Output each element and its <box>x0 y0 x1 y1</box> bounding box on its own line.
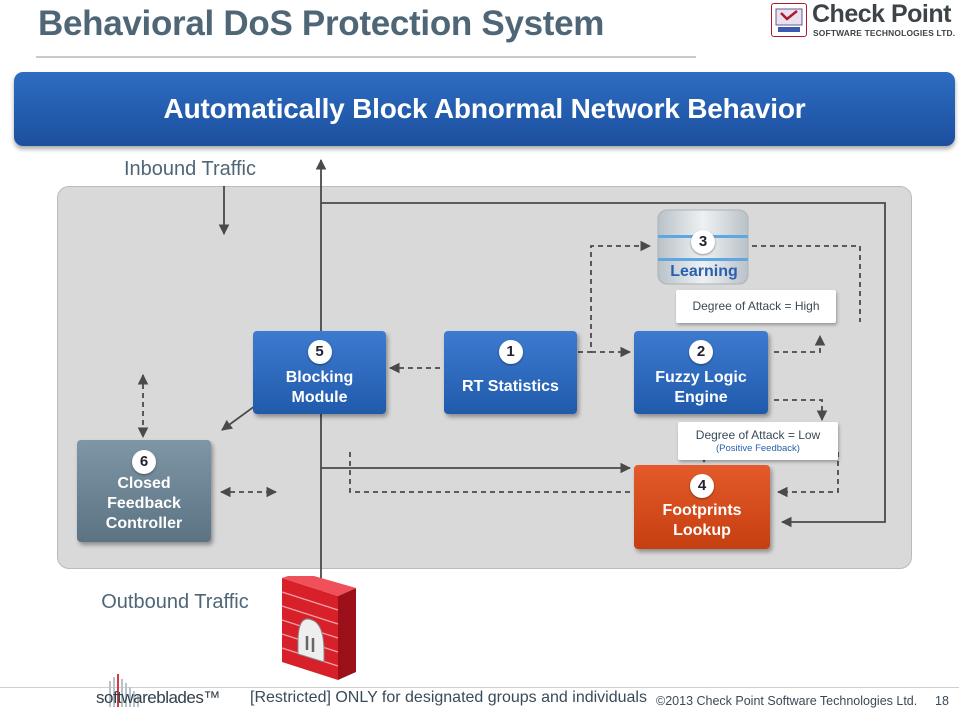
logo-name: Check Point <box>812 0 951 28</box>
check-point-logo-icon <box>771 3 807 37</box>
low-attack-text: Degree of Attack = Low <box>695 428 821 442</box>
feedback-line3: Controller <box>105 515 183 532</box>
page-title: Behavioral DoS Protection System <box>38 4 605 43</box>
learning-label: Learning <box>670 263 738 280</box>
footprints-number-badge: 4 <box>690 474 714 498</box>
logo-subtitle: SOFTWARE TECHNOLOGIES LTD. <box>813 28 956 38</box>
outbound-traffic-text: Outbound Traffic <box>101 591 249 613</box>
title-divider <box>36 56 696 58</box>
low-attack-subtext: (Positive Feedback) <box>716 443 800 454</box>
softwareblades-logo-icon <box>109 674 139 707</box>
restricted-notice: [Restricted] ONLY for designated groups … <box>250 689 647 706</box>
high-attack-note: Degree of Attack = High <box>676 290 836 323</box>
blocking-number-badge: 5 <box>307 340 332 364</box>
feedback-number-badge: 6 <box>132 450 156 474</box>
inbound-traffic-label: Inbound Traffic <box>124 158 256 180</box>
footprints-lookup-node: 4 Footprints Lookup <box>634 465 770 549</box>
fuzzy-line1: Fuzzy Logic <box>655 369 747 386</box>
low-feedback-arrow <box>776 452 839 498</box>
loop-arrow <box>321 202 886 528</box>
fuzzy-line2: Engine <box>674 389 728 406</box>
rt-statistics-node: 1 RT Statistics <box>444 331 577 414</box>
check-point-logo: Check Point SOFTWARE TECHNOLOGIES LTD. <box>771 0 956 39</box>
learning-number-badge: 3 <box>691 230 715 254</box>
firewall-icon <box>281 576 356 680</box>
feedback-controller-node: 6 Closed Feedback Controller <box>77 440 211 542</box>
page-number: 18 <box>935 694 949 708</box>
footprints-line1: Footprints <box>662 502 742 519</box>
rt-statistics-number-badge: 1 <box>498 340 523 364</box>
fuzzy-to-low-arrow <box>774 399 828 422</box>
copyright-notice: ©2013 Check Point Software Technologies … <box>656 694 918 708</box>
blocking-line1: Blocking <box>285 369 354 386</box>
fuzzy-to-high-arrow <box>774 334 826 353</box>
fuzzy-logic-node: 2 Fuzzy Logic Engine <box>634 331 768 414</box>
outbound-traffic-label: Outbound Traffic <box>100 586 250 618</box>
stats-to-learning-arrow <box>578 240 652 353</box>
footprints-to-stats-arrow <box>349 448 630 493</box>
footer-divider <box>0 687 959 688</box>
banner: Automatically Block Abnormal Network Beh… <box>14 72 955 146</box>
footprints-line2: Lookup <box>673 522 731 539</box>
blocking-module-node: 5 Blocking Module <box>253 331 386 414</box>
feedback-line1: Closed <box>117 475 171 492</box>
feedback-line2: Feedback <box>107 495 181 512</box>
learning-to-high-arrow <box>752 245 861 322</box>
blocking-line2: Module <box>291 389 348 406</box>
high-attack-text: Degree of Attack = High <box>692 299 820 313</box>
low-attack-note: Degree of Attack = Low (Positive Feedbac… <box>678 422 838 460</box>
fuzzy-number-badge: 2 <box>689 340 713 364</box>
rt-statistics-label: RT Statistics <box>462 378 559 395</box>
learning-node: 3 <box>657 208 749 286</box>
softwareblades-wordmark: softwareblades™ <box>96 688 220 707</box>
